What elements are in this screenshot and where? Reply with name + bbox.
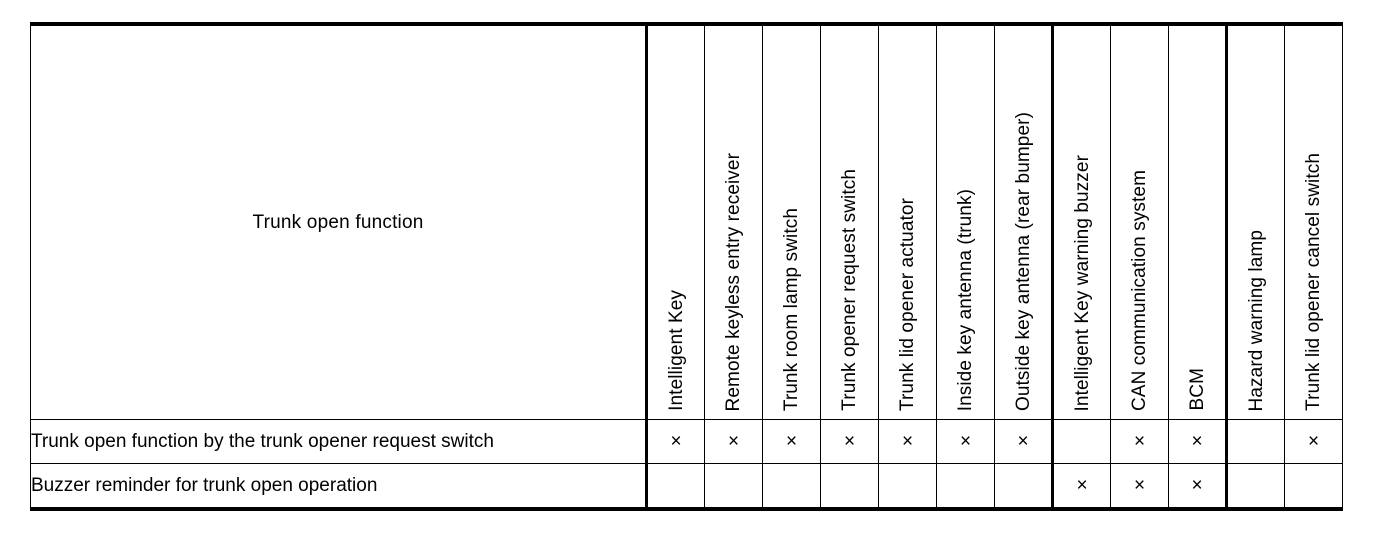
column-header-label: Trunk opener request switch xyxy=(839,169,860,411)
cell-r0-c3: × xyxy=(820,419,879,464)
table-row: Buzzer reminder for trunk open operation… xyxy=(30,463,1343,511)
column-header-label: Hazard warning lamp xyxy=(1245,229,1267,411)
cell-r1-c1 xyxy=(704,463,763,511)
vertical-label-wrap: Remote keyless entry receiver xyxy=(705,33,762,411)
cell-r0-c10 xyxy=(1226,419,1285,464)
table-body: Trunk open function by the trunk opener … xyxy=(30,419,1343,511)
vertical-label-wrap: Inside key antenna (trunk) xyxy=(937,33,994,411)
cell-r0-c6: × xyxy=(994,419,1054,464)
vertical-label-wrap: Trunk room lamp switch xyxy=(763,33,820,411)
cell-r0-c4: × xyxy=(878,419,937,464)
cell-r0-c7 xyxy=(1052,419,1111,464)
column-header-label: Intelligent Key warning buzzer xyxy=(1071,154,1093,411)
cell-r1-c6 xyxy=(994,463,1054,511)
mark-x: × xyxy=(901,431,914,452)
vertical-label-wrap: Trunk lid opener cancel switch xyxy=(1285,33,1342,411)
mark-x: × xyxy=(727,431,740,452)
matrix-corner-title: Trunk open function xyxy=(30,22,648,420)
cell-r0-c1: × xyxy=(704,419,763,464)
vertical-label-wrap: Trunk lid opener actuator xyxy=(879,33,936,411)
mark-x: × xyxy=(1191,475,1203,496)
column-header-can-communication-system: CAN communication system xyxy=(1110,22,1169,420)
mark-x: × xyxy=(1191,431,1203,452)
column-header-label: Outside key antenna (rear bumper) xyxy=(1012,111,1034,411)
table-row: Trunk open function by the trunk opener … xyxy=(30,419,1343,464)
cell-r0-c9: × xyxy=(1168,419,1228,464)
mark-x: × xyxy=(1076,475,1088,496)
column-header-trunk-lid-opener-actuator: Trunk lid opener actuator xyxy=(878,22,937,420)
column-header-remote-keyless-entry-receiver: Remote keyless entry receiver xyxy=(704,22,763,420)
mark-x: × xyxy=(1307,431,1320,452)
vertical-label-wrap: BCM xyxy=(1169,33,1225,411)
mark-x: × xyxy=(1133,431,1146,452)
column-header-inside-key-antenna-trunk: Inside key antenna (trunk) xyxy=(936,22,995,420)
cell-r1-c7: × xyxy=(1052,463,1111,511)
vertical-label-wrap: Hazard warning lamp xyxy=(1228,33,1284,411)
column-header-label: Trunk lid opener cancel switch xyxy=(1303,153,1324,411)
column-header-trunk-room-lamp-switch: Trunk room lamp switch xyxy=(762,22,821,420)
cell-r0-c8: × xyxy=(1110,419,1169,464)
cell-r1-c10 xyxy=(1226,463,1285,511)
column-header-label: Inside key antenna (trunk) xyxy=(955,188,976,411)
column-header-label: CAN communication system xyxy=(1129,169,1150,411)
cell-r0-c0: × xyxy=(646,419,705,464)
cell-r1-c2 xyxy=(762,463,821,511)
header-row: Trunk open function Intelligent Key Remo… xyxy=(30,22,1343,420)
column-header-outside-key-antenna-rear-bumper: Outside key antenna (rear bumper) xyxy=(994,22,1054,420)
row-label-buzzer-reminder-for-trunk-open-operation: Buzzer reminder for trunk open operation xyxy=(30,463,648,511)
mark-x: × xyxy=(670,431,682,452)
column-header-trunk-opener-request-switch: Trunk opener request switch xyxy=(820,22,879,420)
cell-r1-c4 xyxy=(878,463,937,511)
cell-r0-c11: × xyxy=(1284,419,1343,464)
cell-r1-c8: × xyxy=(1110,463,1169,511)
cell-r1-c11 xyxy=(1284,463,1343,511)
mark-x: × xyxy=(843,431,856,452)
column-header-label: Trunk room lamp switch xyxy=(781,207,802,411)
cell-r1-c9: × xyxy=(1168,463,1228,511)
column-header-label: Remote keyless entry receiver xyxy=(723,152,744,411)
cell-r0-c5: × xyxy=(936,419,995,464)
column-header-label: Trunk lid opener actuator xyxy=(897,197,918,411)
cell-r1-c3 xyxy=(820,463,879,511)
cell-r0-c2: × xyxy=(762,419,821,464)
column-header-bcm: BCM xyxy=(1168,22,1228,420)
mark-x: × xyxy=(959,431,972,452)
vertical-label-wrap: Intelligent Key xyxy=(648,33,704,411)
column-header-intelligent-key: Intelligent Key xyxy=(646,22,705,420)
vertical-label-wrap: Outside key antenna (rear bumper) xyxy=(995,33,1051,411)
vertical-label-wrap: Trunk opener request switch xyxy=(821,33,878,411)
table-header: Trunk open function Intelligent Key Remo… xyxy=(30,22,1343,420)
mark-x: × xyxy=(785,431,798,452)
mark-x: × xyxy=(1133,475,1146,496)
column-header-label: Intelligent Key xyxy=(665,290,687,411)
cell-r1-c5 xyxy=(936,463,995,511)
column-header-trunk-lid-opener-cancel-switch: Trunk lid opener cancel switch xyxy=(1284,22,1343,420)
column-header-label: BCM xyxy=(1186,368,1208,411)
row-label-trunk-open-function-by-request-switch: Trunk open function by the trunk opener … xyxy=(30,419,648,464)
vertical-label-wrap: CAN communication system xyxy=(1111,33,1168,411)
mark-x: × xyxy=(1017,431,1029,452)
column-header-hazard-warning-lamp: Hazard warning lamp xyxy=(1226,22,1285,420)
vertical-label-wrap: Intelligent Key warning buzzer xyxy=(1054,33,1110,411)
function-component-matrix-table: Trunk open function Intelligent Key Remo… xyxy=(30,22,1343,511)
cell-r1-c0 xyxy=(646,463,705,511)
column-header-intelligent-key-warning-buzzer: Intelligent Key warning buzzer xyxy=(1052,22,1111,420)
